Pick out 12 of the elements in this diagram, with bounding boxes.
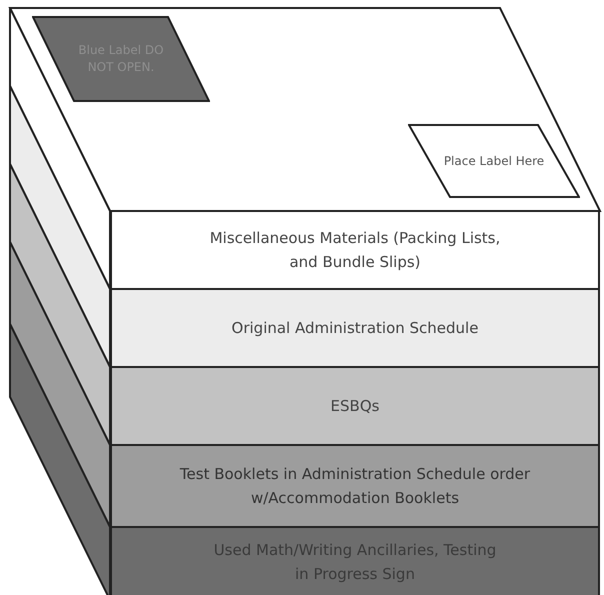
label-sticker: [408, 124, 580, 198]
stack-layer: [110, 288, 600, 368]
sticker-label: Place Label Here: [444, 152, 544, 170]
layer-label: Test Booklets in Administration Schedule order w/Accommodation Booklets: [178, 464, 532, 509]
layer-label: Original Administration Schedule: [232, 318, 478, 339]
stack-layer: [110, 210, 600, 290]
layer-label: ESBQs: [330, 396, 380, 417]
stack-layer: [110, 444, 600, 528]
stack-layer: [110, 526, 600, 595]
stack-layer: [110, 366, 600, 446]
label-sticker: [32, 16, 210, 102]
layer-label: Miscellaneous Materials (Packing Lists, and Bundle Slips): [208, 228, 502, 273]
